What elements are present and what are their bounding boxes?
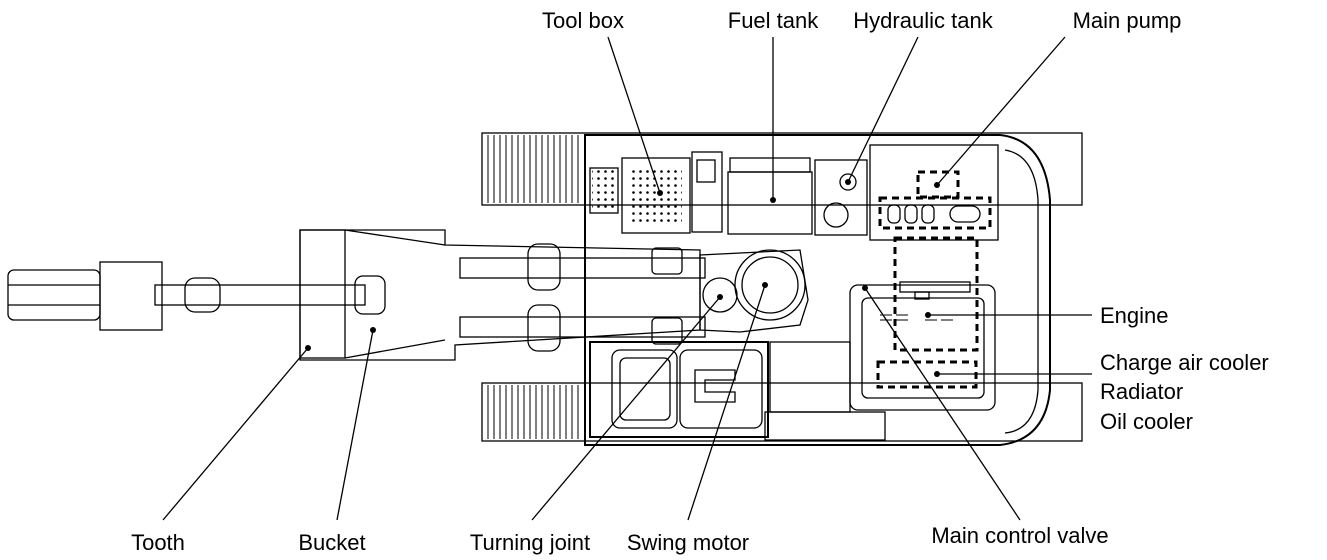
label-fuel-tank: Fuel tank <box>728 8 819 33</box>
lower-track <box>481 382 1083 442</box>
label-charge-air-cooler: Charge air cooler <box>1100 350 1269 375</box>
main-pump-outline <box>878 170 992 230</box>
label-turning-joint: Turning joint <box>470 530 590 555</box>
leader-lines <box>162 36 1092 521</box>
label-radiator: Radiator <box>1100 379 1183 404</box>
upper-structure <box>584 134 1051 446</box>
label-tool-box: Tool box <box>542 8 624 33</box>
label-tooth: Tooth <box>131 530 185 555</box>
hydraulic-tank <box>814 159 868 236</box>
label-bucket: Bucket <box>298 530 365 555</box>
tool-box <box>589 151 723 234</box>
label-engine: Engine <box>1100 303 1169 328</box>
label-main-control-valve: Main control valve <box>931 523 1108 548</box>
label-oil-cooler: Oil cooler <box>1100 409 1193 434</box>
upper-track <box>481 132 1083 206</box>
operator-cab <box>589 341 769 438</box>
label-swing-motor: Swing motor <box>627 530 749 555</box>
label-hydraulic-tank: Hydraulic tank <box>853 8 993 33</box>
boom-arm-assembly <box>7 229 706 361</box>
label-main-pump: Main pump <box>1073 8 1182 33</box>
engine-outline <box>880 236 979 352</box>
fuel-tank <box>727 157 813 235</box>
